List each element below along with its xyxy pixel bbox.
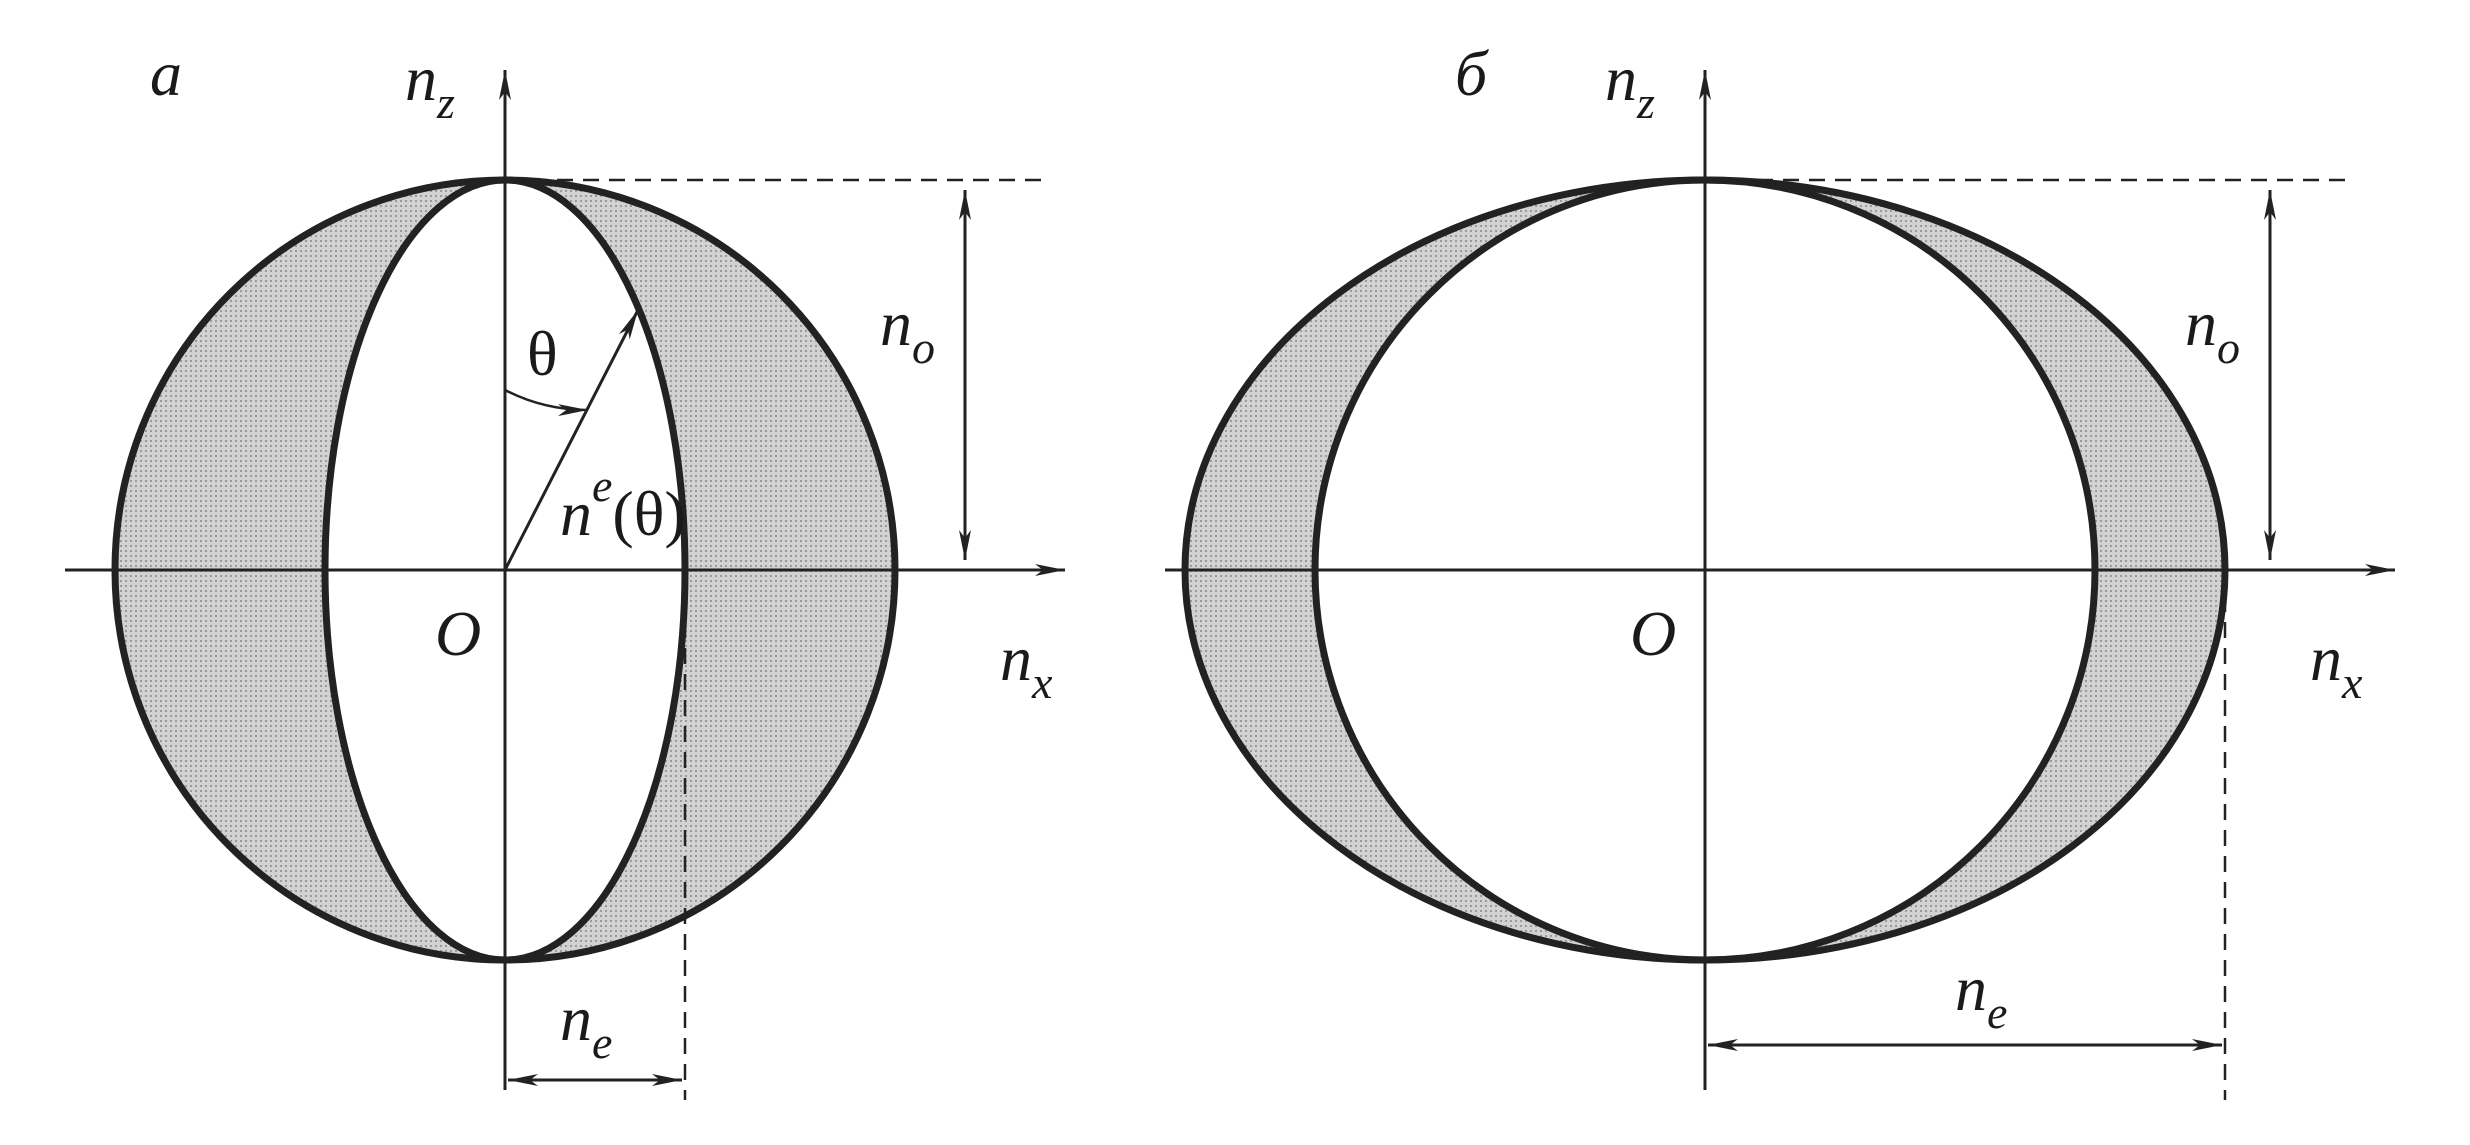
panel-a-theta-label: θ xyxy=(527,318,558,389)
panel-a-x-axis-label: nx xyxy=(1000,623,1053,708)
panel-b-origin-label: O xyxy=(1630,598,1676,669)
panel-a-ne-theta-vector xyxy=(503,309,640,571)
panel-a-no-label: no xyxy=(880,288,935,373)
panel-a-shaded-region xyxy=(115,180,895,960)
panel-b-label: б xyxy=(1455,38,1489,109)
panel-b-ne-label: ne xyxy=(1955,953,2007,1038)
panel-a-theta-arc xyxy=(504,388,589,417)
panel-a-label: а xyxy=(150,38,182,109)
panel-b: б nz nx O no ne xyxy=(1165,38,2395,1100)
panel-a: а nz nx O θ ne(θ) no ne xyxy=(65,38,1065,1100)
panel-b-no-label: no xyxy=(2185,288,2240,373)
panel-b-z-axis-label: nz xyxy=(1605,43,1655,128)
panel-a-vector-label: ne(θ) xyxy=(560,460,686,549)
panel-b-x-axis-label: nx xyxy=(2310,623,2363,708)
panel-a-ne-label: ne xyxy=(560,983,612,1068)
panel-a-z-axis-label: nz xyxy=(405,43,455,128)
panel-a-origin-label: O xyxy=(435,598,481,669)
